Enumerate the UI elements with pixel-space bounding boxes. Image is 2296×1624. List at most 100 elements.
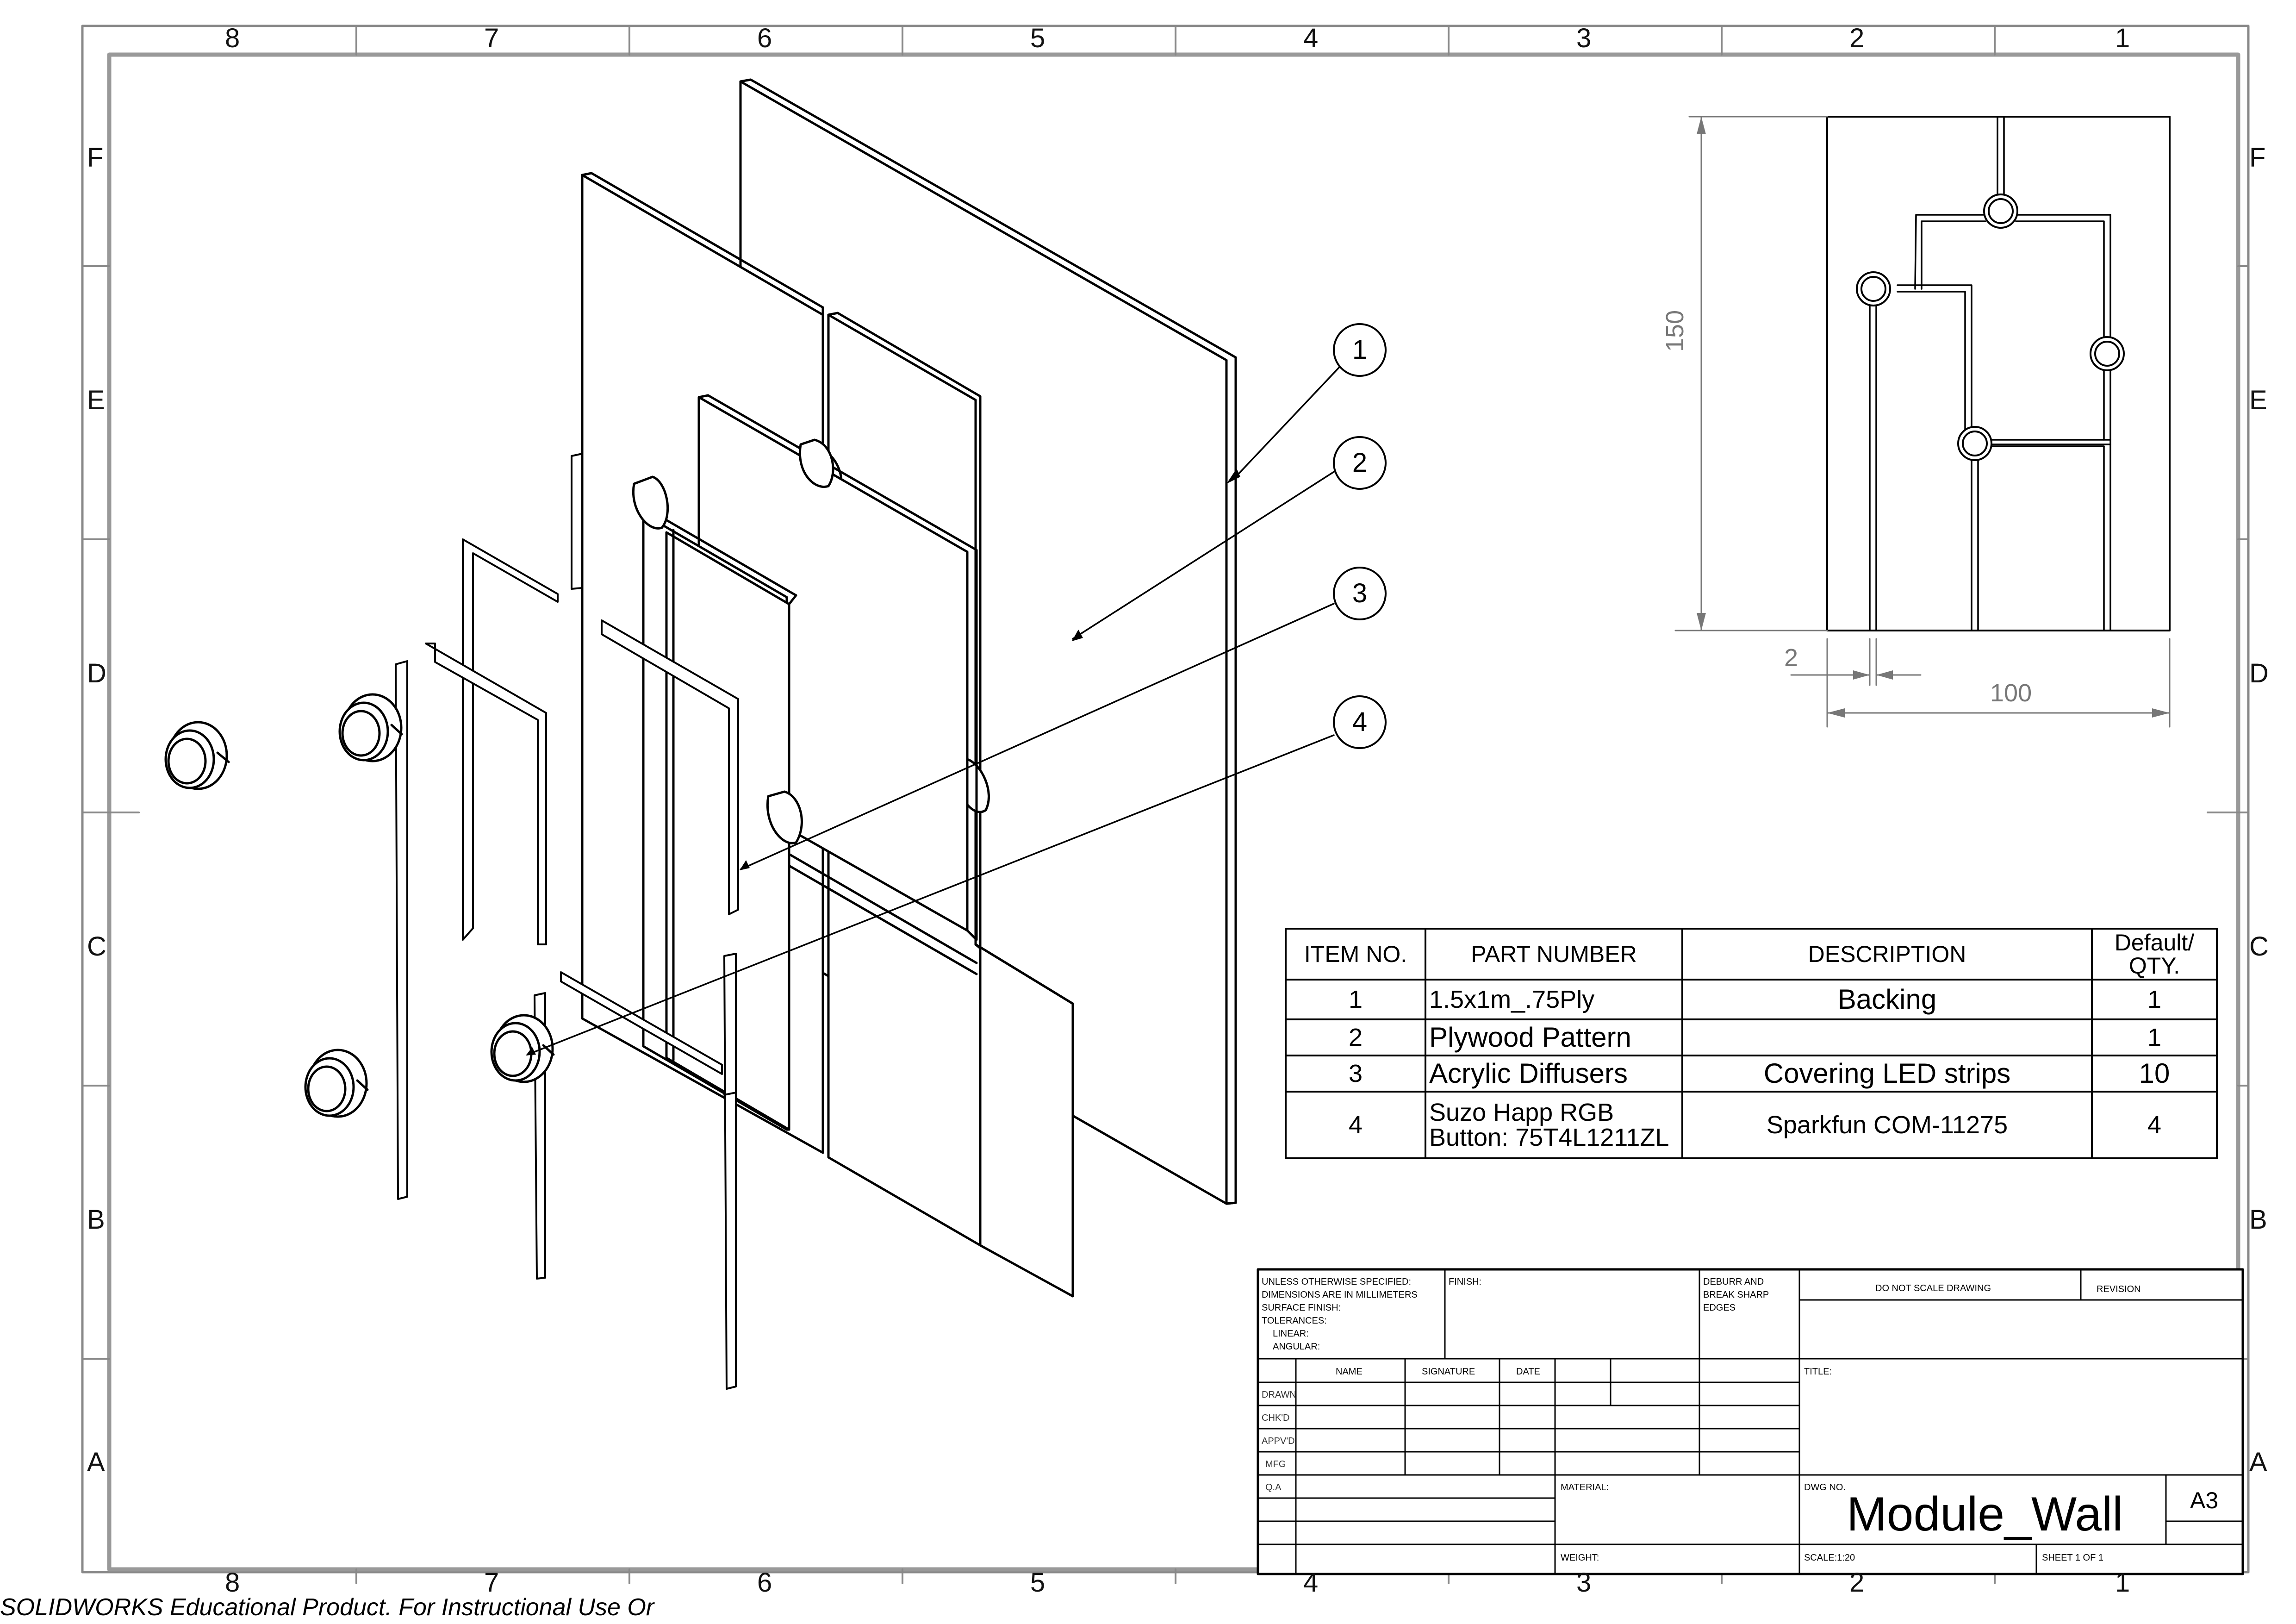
tb-unless-4: TOLERANCES: [1262,1316,1327,1326]
balloon-leaders [527,366,1341,1056]
tb-deburr-3: EDGES [1703,1303,1736,1313]
buttons [164,693,555,1118]
zone-col-3-top: 3 [1576,23,1592,53]
tb-name-header: NAME [1336,1367,1363,1377]
button-3 [304,1049,369,1118]
zone-col-2-top: 2 [1849,23,1865,53]
leader-arrowheads [526,468,1240,1056]
bom-desc: Backing [1681,979,2093,1020]
zone-row-E-right: E [2249,385,2267,415]
bom-part: Suzo Happ RGB Button: 75T4L1211ZL [1425,1091,1683,1159]
bom-item: 1 [1285,979,1426,1020]
tb-dwg-no-label: DWG NO. [1804,1482,1846,1493]
zone-col-5-bottom: 5 [1030,1568,1045,1598]
bom-qty: 1 [2091,979,2218,1020]
bom-header-row: ITEM NO. PART NUMBER DESCRIPTION Default… [1285,928,2218,981]
zone-row-A-left: A [87,1447,105,1477]
tb-drawn: DRAWN [1262,1390,1296,1400]
bom-part: 1.5x1m_.75Ply [1425,979,1683,1020]
bom-table: ITEM NO. PART NUMBER DESCRIPTION Default… [1285,928,2218,1159]
bom-header-item: ITEM NO. [1285,928,1426,981]
bom-item: 3 [1285,1055,1426,1093]
outer-frame [81,25,2250,1574]
bom-qty: 4 [2091,1091,2218,1159]
front-view-button-holes [1856,194,2125,461]
zone-row-C-right: C [2249,931,2269,962]
zone-col-5-top: 5 [1030,23,1045,53]
educational-watermark: SOLIDWORKS Educational Product. For Inst… [0,1594,654,1621]
tb-dwg-no: Module_Wall [1847,1487,2123,1541]
tb-appvd: APPV'D [1262,1436,1295,1446]
bom-header-part: PART NUMBER [1425,928,1683,981]
tb-unless-6: ANGULAR: [1273,1342,1320,1352]
tb-unless-5: LINEAR: [1273,1329,1309,1339]
bom-part: Plywood Pattern [1425,1018,1683,1056]
front-view [1674,116,2171,728]
zone-col-1-bottom: 1 [2115,1568,2130,1598]
zone-row-B-left: B [87,1205,105,1235]
zone-row-D-left: D [87,658,106,688]
tb-mfg: MFG [1265,1459,1286,1469]
dimension-arrows [1697,117,2170,718]
bom-item: 2 [1285,1018,1426,1056]
tb-unless-3: SURFACE FINISH: [1262,1303,1341,1313]
balloon-1-label: 1 [1352,335,1368,365]
tb-material: MATERIAL: [1561,1482,1609,1493]
bom-qty: 1 [2091,1018,2218,1056]
bom-desc [1681,1018,2093,1056]
zone-col-8-bottom: 8 [225,1568,240,1598]
bom-header-qty: Default/ QTY. [2091,928,2218,981]
dimension-width-label: 100 [1990,679,2032,707]
bom-desc: Covering LED strips [1681,1055,2093,1093]
tb-chkd: CHK'D [1262,1413,1290,1423]
zone-col-6-top: 6 [757,23,772,53]
balloon-4-label: 4 [1352,707,1368,737]
table-row: 4 Suzo Happ RGB Button: 75T4L1211ZL Spar… [1285,1091,2218,1159]
zone-col-2-bottom: 2 [1849,1568,1865,1598]
zone-col-3-bottom: 3 [1576,1568,1592,1598]
tb-scale: SCALE:1:20 [1804,1553,1855,1563]
zone-row-A-right: A [2249,1447,2267,1477]
zone-row-D-right: D [2249,658,2269,688]
tb-revision: REVISION [2097,1284,2141,1294]
isometric-exploded-view [164,78,1387,1390]
zone-row-F-left: F [87,143,104,173]
title-block-lines [1257,1268,2244,1575]
tb-qa: Q.A [1265,1482,1282,1493]
zone-row-F-right: F [2249,143,2266,173]
balloon-3-label: 3 [1352,578,1368,608]
zone-col-7-top: 7 [484,23,499,53]
bom-part: Acrylic Diffusers [1425,1055,1683,1093]
dimension-height-label: 150 [1661,310,1689,352]
tb-sheet-size: A3 [2190,1487,2219,1513]
balloon-2-label: 2 [1352,448,1368,478]
balloon-circles [1333,323,1387,749]
zone-row-B-right: B [2249,1205,2267,1235]
bom-header-desc: DESCRIPTION [1681,928,2093,981]
button-2 [338,693,403,762]
tb-do-not-scale: DO NOT SCALE DRAWING [1875,1283,1991,1293]
tb-unless-2: DIMENSIONS ARE IN MILLIMETERS [1262,1290,1418,1300]
zone-row-C-left: C [87,931,106,962]
bill-of-materials: ITEM NO. PART NUMBER DESCRIPTION Default… [1285,928,2218,1159]
zone-col-7-bottom: 7 [484,1568,499,1598]
tb-weight: WEIGHT: [1561,1553,1599,1563]
tb-finish: FINISH: [1449,1277,1482,1287]
acrylic-diffusers [395,453,739,1390]
table-row: 2 Plywood Pattern 1 [1285,1018,2218,1056]
tb-unless-1: UNLESS OTHERWISE SPECIFIED: [1262,1277,1412,1287]
button-4 [490,1014,555,1083]
bom-qty: 10 [2091,1055,2218,1093]
zone-col-6-bottom: 6 [757,1568,772,1598]
tb-deburr-1: DEBURR AND [1703,1277,1764,1287]
tb-signature-header: SIGNATURE [1422,1367,1475,1377]
zone-col-1-top: 1 [2115,23,2130,53]
table-row: 1 1.5x1m_.75Ply Backing 1 [1285,979,2218,1020]
dimension-slot-label: 2 [1784,644,1798,672]
tb-date-header: DATE [1516,1367,1540,1377]
tb-deburr-2: BREAK SHARP [1703,1290,1769,1300]
bom-item: 4 [1285,1091,1426,1159]
zone-col-4-top: 4 [1303,23,1319,53]
